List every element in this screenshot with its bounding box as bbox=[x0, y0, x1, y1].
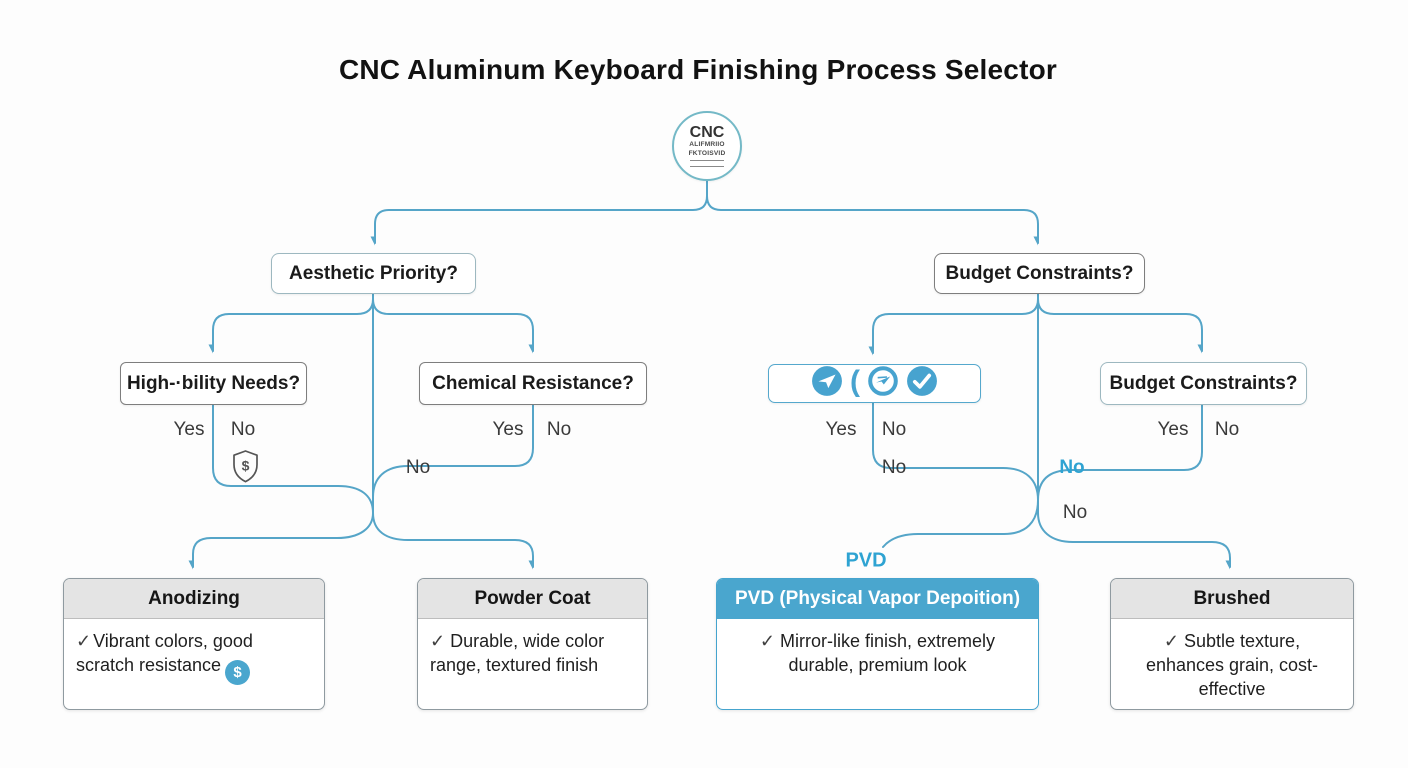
result-anodizing-desc: ✓Vibrant colors, good scratch resistance… bbox=[64, 619, 324, 686]
globe-plane-icon bbox=[867, 365, 899, 403]
result-powder-coat-desc-text: Durable, wide color range, textured fini… bbox=[430, 631, 605, 675]
result-card-pvd: PVD (Physical Vapor Depoition) ✓Mirror-l… bbox=[716, 578, 1039, 710]
result-powder-coat-title: Powder Coat bbox=[418, 579, 647, 619]
result-powder-coat-desc: ✓Durable, wide color range, textured fin… bbox=[418, 619, 647, 678]
result-card-brushed: Brushed ✓Subtle texture, enhances grain,… bbox=[1110, 578, 1354, 710]
root-node-cnc: CNC ALIFMRIIO FKTOISVID bbox=[672, 111, 742, 181]
page-title: CNC Aluminum Keyboard Finishing Process … bbox=[338, 54, 1058, 85]
branch-label-chemical-no: No bbox=[546, 419, 572, 440]
branch-label-icons-no-2: No bbox=[881, 457, 907, 478]
root-node-title: CNC bbox=[689, 124, 725, 142]
send-icon bbox=[811, 365, 843, 403]
result-pvd-desc-text: Mirror-like finish, extremely durable, p… bbox=[780, 631, 996, 675]
branch-label-chemical-yes: Yes bbox=[492, 419, 524, 440]
branch-label-budget-right-yes: Yes bbox=[1157, 419, 1189, 440]
node-chemical-resistance: Chemical Resistance? bbox=[419, 362, 647, 405]
node-aesthetic-priority-label: Aesthetic Priority? bbox=[289, 262, 458, 284]
result-card-powder-coat: Powder Coat ✓Durable, wide color range, … bbox=[417, 578, 648, 710]
branch-label-chemical-no-2: No bbox=[405, 457, 431, 478]
branch-label-no-blue: No bbox=[1059, 457, 1085, 478]
check-glyph: ✓ bbox=[430, 631, 446, 651]
result-pvd-title: PVD (Physical Vapor Depoition) bbox=[717, 579, 1038, 619]
result-brushed-desc: ✓Subtle texture, enhances grain, cost-ef… bbox=[1111, 619, 1353, 701]
node-durability-needs-label: High-·bility Needs? bbox=[126, 372, 301, 394]
result-pvd-desc: ✓Mirror-like finish, extremely durable, … bbox=[717, 619, 1038, 678]
branch-label-durability-yes: Yes bbox=[173, 419, 205, 440]
result-anodizing-desc-text: Vibrant colors, good scratch resistance bbox=[76, 631, 253, 675]
node-icon-question: ( bbox=[768, 364, 981, 403]
result-anodizing-title: Anodizing bbox=[64, 579, 324, 619]
branch-label-icons-no: No bbox=[881, 419, 907, 440]
root-node-subtext-2: FKTOISVID bbox=[688, 149, 726, 157]
branch-label-durability-no: No bbox=[230, 419, 256, 440]
node-budget-constraints-right-label: Budget Constraints? bbox=[1109, 372, 1298, 394]
svg-text:$: $ bbox=[242, 458, 250, 474]
pvd-branch-label: PVD bbox=[845, 549, 887, 572]
node-budget-constraints-top-label: Budget Constraints? bbox=[945, 262, 1134, 284]
node-durability-needs: High-·bility Needs? bbox=[120, 362, 307, 405]
root-node-underline bbox=[690, 159, 724, 167]
result-brushed-desc-text: Subtle texture, enhances grain, cost-eff… bbox=[1145, 631, 1319, 699]
shield-dollar-icon: $ bbox=[230, 449, 261, 489]
node-budget-constraints-top: Budget Constraints? bbox=[934, 253, 1145, 294]
branch-label-no-below-crossing: No bbox=[1062, 502, 1088, 523]
check-icon bbox=[906, 365, 938, 403]
check-glyph: ✓ bbox=[76, 631, 92, 651]
result-brushed-title: Brushed bbox=[1111, 579, 1353, 619]
branch-label-icons-yes: Yes bbox=[825, 419, 857, 440]
dollar-badge-icon: $ bbox=[225, 660, 251, 686]
node-chemical-resistance-label: Chemical Resistance? bbox=[432, 372, 634, 394]
node-aesthetic-priority: Aesthetic Priority? bbox=[271, 253, 476, 294]
check-glyph: ✓ bbox=[759, 631, 776, 651]
branch-label-budget-right-no: No bbox=[1214, 419, 1240, 440]
node-budget-constraints-right: Budget Constraints? bbox=[1100, 362, 1307, 405]
root-node-subtext-1: ALIFMRIIO bbox=[689, 141, 725, 149]
paren-glyph: ( bbox=[850, 365, 860, 398]
result-card-anodizing: Anodizing ✓Vibrant colors, good scratch … bbox=[63, 578, 325, 710]
check-glyph: ✓ bbox=[1163, 631, 1179, 651]
